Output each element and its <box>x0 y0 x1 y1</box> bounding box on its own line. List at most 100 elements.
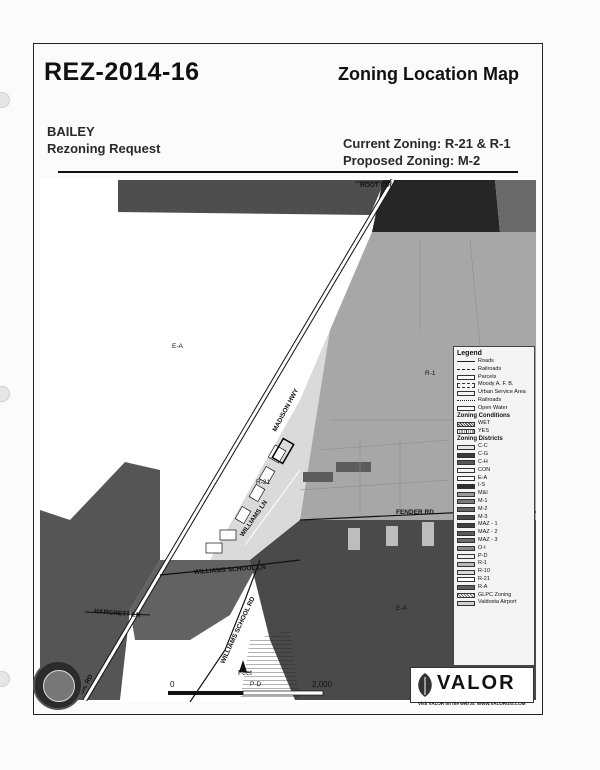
valor-leaf-icon <box>418 673 432 697</box>
legend-district-item: M-1 <box>457 498 531 506</box>
road-williams-ln <box>244 469 301 546</box>
road-hargrett-ln <box>84 611 151 616</box>
legend-district-item: P-D <box>457 553 531 561</box>
district-label: M-1 <box>478 498 488 505</box>
parcel <box>303 472 333 482</box>
legend-district-item: Valdosta Airport <box>457 599 531 607</box>
district-swatch-icon <box>457 546 475 552</box>
legend-conditions-title: Zoning Conditions <box>457 412 510 419</box>
legend-title: Legend <box>457 350 482 357</box>
scale-start: 0 <box>170 680 175 689</box>
district-swatch-icon <box>457 585 475 591</box>
district-label: CON <box>478 466 491 473</box>
district-swatch-icon <box>457 577 475 583</box>
parcel <box>336 462 371 472</box>
moody-afb-icon <box>457 382 475 388</box>
road-williams-school-ln <box>159 559 301 576</box>
legend-district-item: M-3 <box>457 514 531 522</box>
label-root-cir: ROOT CIR <box>360 182 392 189</box>
label-zone-pd: P-D <box>250 681 262 688</box>
legend-district-item: R-A <box>457 584 531 592</box>
legend-district-item: C-C <box>457 443 531 451</box>
district-swatch-icon <box>457 553 475 559</box>
zone-pd <box>240 630 300 700</box>
label-zone-ea-south: E-A <box>396 605 408 612</box>
district-label: C-H <box>478 459 488 466</box>
scale-end: 2,000 <box>312 680 333 689</box>
legend-districts-title: Zoning Districts <box>457 435 503 442</box>
map-legend: Legend Roads Railroads Parcels Moody A. … <box>453 346 535 666</box>
header-divider <box>58 171 518 173</box>
legend-features: Roads Railroads Parcels Moody A. F. B. U… <box>457 358 531 413</box>
legend-district-item: MAZ - 3 <box>457 537 531 545</box>
case-number: REZ-2014-16 <box>44 58 200 86</box>
district-label: C-G <box>478 451 489 458</box>
legend-district-item: M&I <box>457 490 531 498</box>
urban-service-area-icon <box>457 390 475 396</box>
label-zone-ea-west: E-A <box>172 343 184 350</box>
zone-cg-northeast <box>372 180 500 232</box>
district-swatch-icon <box>457 561 475 567</box>
legend-district-item: O-I <box>457 545 531 553</box>
district-label: P-D <box>478 552 488 559</box>
zone-r21 <box>210 330 330 560</box>
district-swatch-icon <box>457 483 475 489</box>
district-label: R-10 <box>478 568 490 575</box>
road-madison-hwy <box>82 178 396 702</box>
roads-icon <box>457 361 475 363</box>
legend-district-item: R-10 <box>457 568 531 576</box>
district-swatch-icon <box>457 460 475 466</box>
parcels-icon <box>457 374 475 380</box>
label-fender-rd: FENDER RD <box>396 509 434 516</box>
district-label: M-3 <box>478 513 488 520</box>
district-swatch-icon <box>457 475 475 481</box>
legend-district-item: GLPC Zoning <box>457 592 531 600</box>
yes-icon <box>457 429 475 435</box>
zoning-block: Current Zoning: R-21 & R-1 Proposed Zoni… <box>343 135 511 169</box>
wet-icon <box>457 421 475 427</box>
district-swatch-icon <box>457 600 475 606</box>
legend-district-item: MAZ - 1 <box>457 521 531 529</box>
subject-highlight <box>271 437 295 465</box>
district-swatch-icon <box>457 491 475 497</box>
legend-district-item: M-2 <box>457 506 531 514</box>
valor-web-line: Visit VALOR on the web at: WWW.VALORGIS.… <box>418 701 526 706</box>
district-label: MAZ - 1 <box>478 521 498 528</box>
open-water-icon <box>457 406 475 412</box>
district-label: C-C <box>478 443 488 450</box>
district-label: M&I <box>478 490 488 497</box>
district-swatch-icon <box>457 444 475 450</box>
district-label: O-I <box>478 544 486 551</box>
label-hargrett-ln: HARGRETT LN <box>94 608 141 619</box>
district-label: Valdosta Airport <box>478 599 517 606</box>
district-swatch-icon <box>457 468 475 474</box>
district-swatch-icon <box>457 592 475 598</box>
district-swatch-icon <box>457 499 475 505</box>
current-zoning: Current Zoning: R-21 & R-1 <box>343 136 511 151</box>
district-label: I-S <box>478 482 486 489</box>
label-zone-r1: R-1 <box>425 370 436 377</box>
district-swatch-icon <box>457 507 475 513</box>
zone-dark-central <box>130 560 260 640</box>
page-frame <box>33 43 543 715</box>
valor-logo: VALOR <box>410 667 534 703</box>
applicant-block: BAILEY Rezoning Request <box>47 123 160 157</box>
legend-district-item: MAZ - 2 <box>457 529 531 537</box>
legend-district-item: C-H <box>457 459 531 467</box>
district-swatch-icon <box>457 569 475 575</box>
legend-district-item: I-S <box>457 482 531 490</box>
map-title: Zoning Location Map <box>338 64 519 84</box>
legend-district-item: E-A <box>457 475 531 483</box>
proposed-zoning: Proposed Zoning: M-2 <box>343 153 481 168</box>
legend-district-item: R-1 <box>457 560 531 568</box>
district-swatch-icon <box>457 538 475 544</box>
district-label: R-1 <box>478 560 487 567</box>
legend-district-item: C-G <box>457 451 531 459</box>
north-arrow-icon <box>239 660 247 672</box>
railroad-icon <box>457 369 475 371</box>
district-label: R-21 <box>478 576 490 582</box>
district-label: GLPC Zoning <box>478 591 512 598</box>
parcel <box>422 522 434 546</box>
district-label: M-2 <box>478 505 488 512</box>
